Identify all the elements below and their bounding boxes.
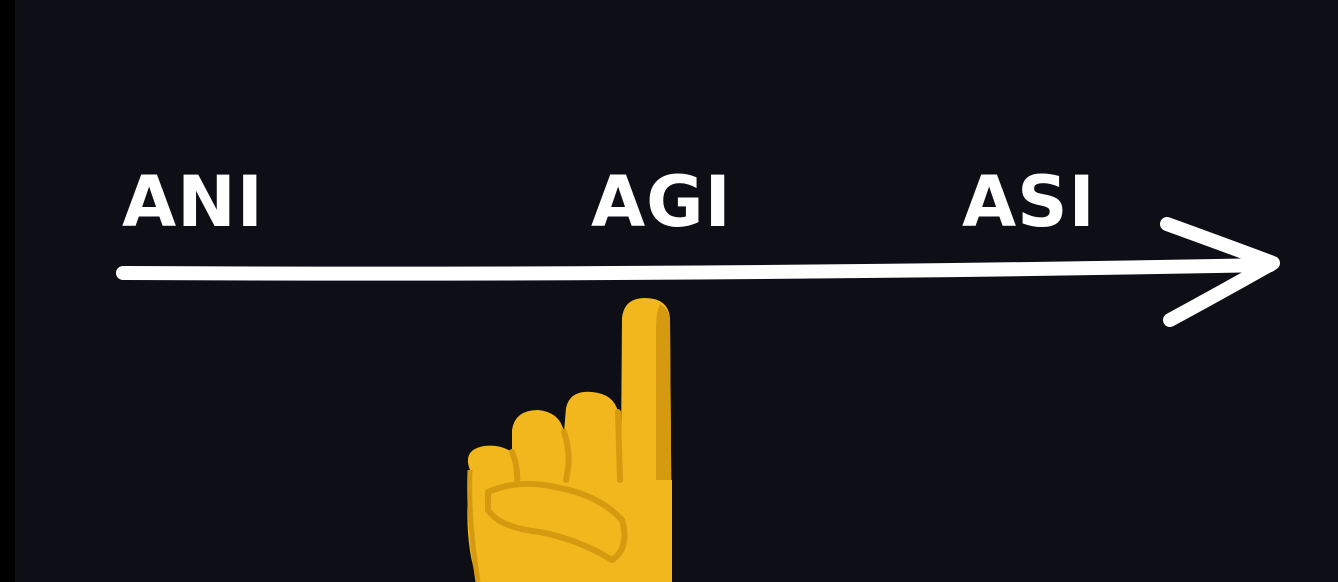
label-agi: AGI <box>591 161 732 243</box>
label-ani: ANI <box>122 161 264 243</box>
timeline-arrow-head <box>1160 217 1280 327</box>
left-border-strip <box>0 0 15 582</box>
label-asi: ASI <box>962 161 1096 243</box>
timeline-arrow-line <box>116 258 1277 281</box>
pointing-up-hand-icon <box>467 298 672 582</box>
